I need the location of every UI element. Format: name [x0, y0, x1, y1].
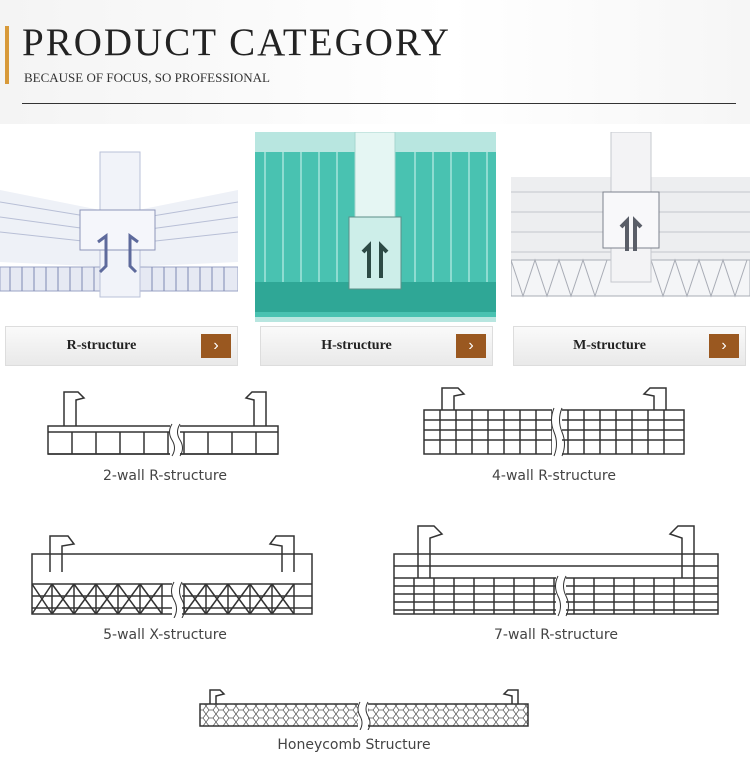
chevron-right-icon[interactable]: ›: [709, 334, 739, 358]
four-wall-r-diagram: [423, 387, 685, 458]
m-structure-button[interactable]: M-structure ›: [513, 326, 746, 366]
two-wall-r-label: 2-wall R-structure: [103, 468, 227, 484]
r-structure-photo[interactable]: [0, 132, 238, 322]
four-wall-r-label: 4-wall R-structure: [492, 468, 616, 484]
r-structure-button[interactable]: R-structure ›: [5, 326, 238, 366]
header-divider: [22, 103, 736, 104]
r-structure-label: R-structure: [66, 338, 137, 353]
header-banner: PRODUCT CATEGORY BECAUSE OF FOCUS, SO PR…: [0, 0, 750, 124]
h-structure-button[interactable]: H-structure ›: [260, 326, 493, 366]
chevron-right-icon[interactable]: ›: [201, 334, 231, 358]
five-wall-x-label: 5-wall X-structure: [103, 627, 227, 643]
h-structure-photo[interactable]: [255, 132, 496, 322]
page-subtitle: BECAUSE OF FOCUS, SO PROFESSIONAL: [24, 70, 270, 85]
page-title: PRODUCT CATEGORY: [22, 21, 451, 64]
five-wall-x-diagram: [31, 535, 313, 618]
honeycomb-label: Honeycomb Structure: [277, 737, 431, 753]
two-wall-r-diagram: [47, 391, 279, 458]
seven-wall-r-diagram: [393, 525, 719, 618]
honeycomb-diagram: [199, 689, 529, 730]
m-structure-label: M-structure: [573, 338, 646, 353]
chevron-right-icon[interactable]: ›: [456, 334, 486, 358]
seven-wall-r-label: 7-wall R-structure: [494, 627, 618, 643]
accent-bar: [5, 26, 9, 84]
m-structure-photo[interactable]: [511, 132, 750, 322]
h-structure-label: H-structure: [321, 338, 392, 353]
